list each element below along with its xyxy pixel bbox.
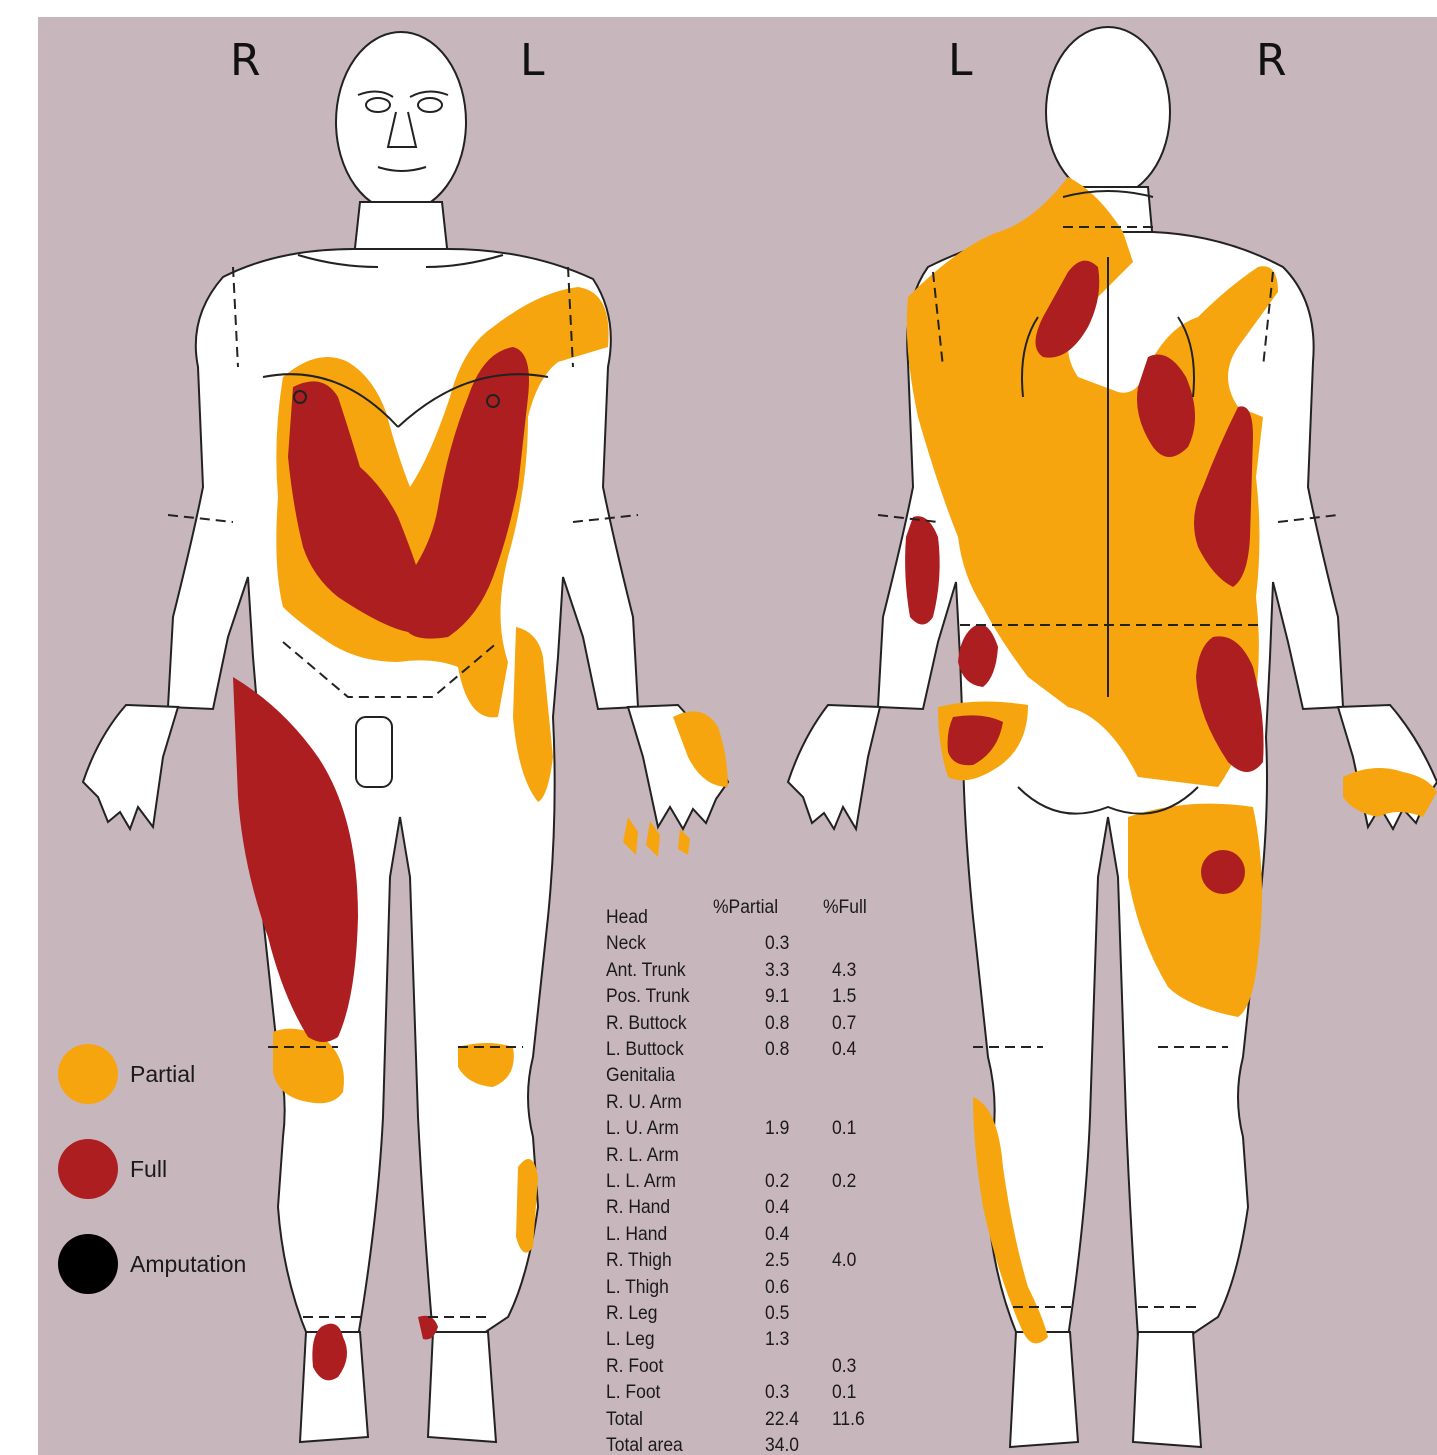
table-row-full: 11.6 — [832, 1409, 865, 1431]
table-row-region: L. L. Arm — [606, 1171, 676, 1193]
back-right-side-label: R — [1256, 39, 1287, 83]
table-row-full: 0.3 — [832, 1356, 856, 1378]
legend-label-amputation: Amputation — [130, 1251, 246, 1278]
table-row-partial: 0.4 — [765, 1197, 789, 1219]
table-row-partial: 0.2 — [765, 1171, 789, 1193]
table-row-partial: 0.3 — [765, 933, 789, 955]
table-row-partial: 1.9 — [765, 1118, 789, 1140]
table-row-full: 0.1 — [832, 1382, 856, 1404]
table-row-region: L. Leg — [606, 1329, 655, 1351]
legend-label-partial: Partial — [130, 1061, 195, 1088]
table-row-full: 1.5 — [832, 986, 856, 1008]
table-row-partial: 2.5 — [765, 1250, 789, 1272]
table-row-region: Head — [606, 907, 648, 929]
table-row-region: Pos. Trunk — [606, 986, 690, 1008]
legend-label-full: Full — [130, 1156, 167, 1183]
table-row-region: R. Leg — [606, 1303, 658, 1325]
table-row-region: L. Thigh — [606, 1277, 669, 1299]
table-row-full: 4.3 — [832, 960, 856, 982]
table-row-region: L. Foot — [606, 1382, 660, 1404]
body-diagram — [38, 17, 1437, 1455]
table-row-region: Ant. Trunk — [606, 960, 686, 982]
table-row-region: L. Buttock — [606, 1039, 684, 1061]
table-row-partial: 1.3 — [765, 1329, 789, 1351]
table-row-partial: 0.6 — [765, 1277, 789, 1299]
table-row-full: 0.1 — [832, 1118, 856, 1140]
table-row-region: R. Buttock — [606, 1013, 687, 1035]
table-row-partial: 0.8 — [765, 1013, 789, 1035]
table-row-full: 0.4 — [832, 1039, 856, 1061]
front-left-side-label: L — [520, 39, 545, 83]
table-row-partial: 0.8 — [765, 1039, 789, 1061]
table-row-region: Total — [606, 1409, 643, 1431]
table-header-partial: %Partial — [713, 897, 778, 919]
table-row-region: Total area — [606, 1435, 683, 1455]
table-row-partial: 9.1 — [765, 986, 789, 1008]
table-row-full: 4.0 — [832, 1250, 856, 1272]
table-row-region: R. L. Arm — [606, 1145, 679, 1167]
table-row-partial: 0.5 — [765, 1303, 789, 1325]
table-row-partial: 22.4 — [765, 1409, 799, 1431]
burn-chart-panel: R L L R Partial Full Amputation %Partial… — [38, 17, 1437, 1455]
legend-swatches — [58, 1044, 118, 1294]
table-row-partial: 3.3 — [765, 960, 789, 982]
table-row-full: 0.7 — [832, 1013, 856, 1035]
table-row-region: L. Hand — [606, 1224, 667, 1246]
table-row-partial: 0.3 — [765, 1382, 789, 1404]
table-row-region: L. U. Arm — [606, 1118, 679, 1140]
table-row-region: R. Foot — [606, 1356, 663, 1378]
full-swatch-icon — [58, 1139, 118, 1199]
table-row-full: 0.2 — [832, 1171, 856, 1193]
partial-swatch-icon — [58, 1044, 118, 1104]
table-header-full: %Full — [823, 897, 867, 919]
front-right-side-label: R — [230, 39, 261, 83]
table-row-region: R. Hand — [606, 1197, 670, 1219]
amputation-swatch-icon — [58, 1234, 118, 1294]
table-row-region: Neck — [606, 933, 646, 955]
table-row-partial: 34.0 — [765, 1435, 799, 1455]
table-row-region: R. Thigh — [606, 1250, 672, 1272]
table-row-partial: 0.4 — [765, 1224, 789, 1246]
table-row-region: R. U. Arm — [606, 1092, 682, 1114]
table-row-region: Genitalia — [606, 1065, 675, 1087]
back-left-side-label: L — [948, 39, 973, 83]
